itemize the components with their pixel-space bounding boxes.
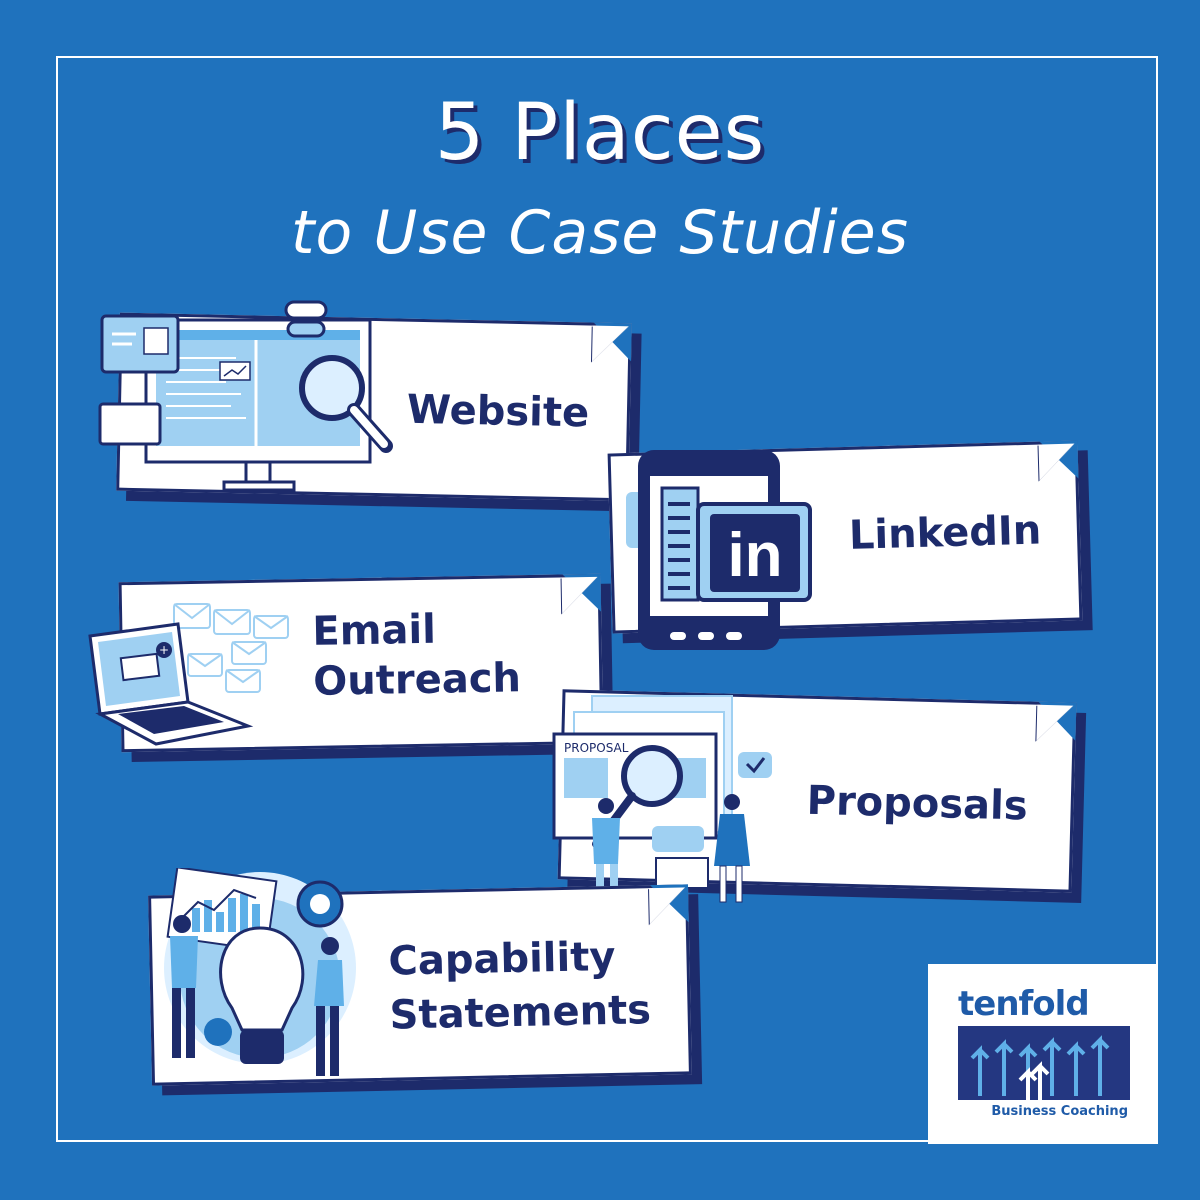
card-label-linkedin: LinkedIn: [848, 507, 1042, 559]
lightbulb-team-icon: [164, 868, 356, 1076]
svg-text:PROPOSAL: PROPOSAL: [564, 741, 629, 755]
website-monitor-icon: [98, 300, 393, 492]
proposal-document-icon: PROPOSAL: [552, 695, 772, 904]
card-label-website: Website: [406, 386, 590, 437]
page-subtitle: to Use Case Studies: [291, 198, 909, 268]
card-label-capability-line1: Capability: [388, 933, 616, 985]
email-laptop-icon: +: [88, 603, 289, 746]
card-label-proposals: Proposals: [806, 777, 1029, 830]
card-label-capability-line2: Statements: [389, 987, 652, 1039]
card-label-email-line2: Outreach: [312, 655, 522, 705]
svg-text:in: in: [727, 521, 782, 590]
page-title: 5 Places: [434, 88, 766, 178]
logo-tagline: Business Coaching: [991, 1104, 1128, 1119]
svg-text:+: +: [159, 643, 169, 657]
border-frame: [56, 56, 1158, 1142]
card-label-email-line1: Email: [312, 606, 437, 655]
tenfold-logo: tenfold Business Coaching: [928, 964, 1158, 1144]
arrows-logo-icon: [958, 1026, 1130, 1100]
linkedin-phone-icon: in: [626, 450, 812, 650]
logo-wordmark: tenfold: [958, 984, 1090, 1024]
